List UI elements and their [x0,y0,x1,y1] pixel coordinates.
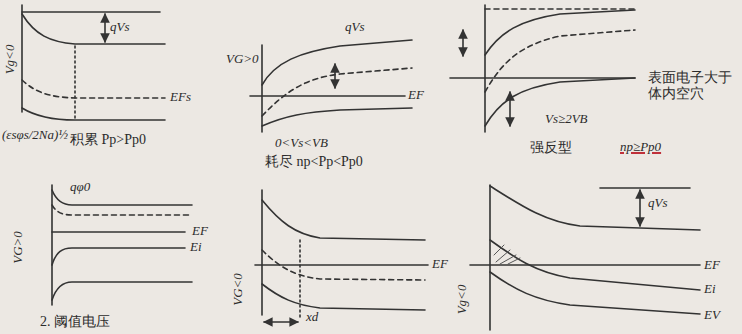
regime-label: 耗尽 np<Pp<Pp0 [265,154,363,170]
energy-level-label: Ei [704,282,716,297]
regime-label: 积累 Pp>Pp0 [70,132,146,148]
voltage-label: VG>0 [226,52,259,67]
potential-label: qVs [648,196,668,211]
voltage-label: Vg<0 [3,45,18,75]
voltage-label: VG<0 [231,273,246,306]
inversion-panel [450,5,635,132]
condition-label: Vs≥2VB [545,112,588,127]
energy-level-label: EF [192,224,208,239]
voltage-label: Vg<0 [455,285,470,315]
potential-label: qφ0 [70,180,90,195]
dimension-label: xd [306,310,318,325]
depletion-n-panel [255,190,428,322]
potential-label: qVs [345,20,365,35]
condition-label: 0<Vs<VB [275,136,328,151]
flatband-panel [52,185,192,305]
energy-level-label: EV [704,308,720,323]
condition-label: np≥Pp0 [620,140,661,155]
section-heading: 2. 阈值电压 [40,314,110,330]
energy-level-label: EF [704,258,720,273]
formula-label: (εsφs/2Na)½ [2,128,68,143]
energy-level-label: EF [408,88,424,103]
voltage-label: VG>0 [11,231,26,264]
energy-level-label: Ei [190,240,202,255]
energy-level-label: EFs [170,90,191,105]
potential-label: qVs [110,20,130,35]
inversion-n-panel [470,185,700,330]
accumulation-panel [22,5,165,120]
note-label: 表面电子大于体内空穴 [648,70,732,102]
energy-level-label: EF [432,257,448,272]
depletion-panel [250,40,412,132]
regime-label: 强反型 [530,140,572,156]
